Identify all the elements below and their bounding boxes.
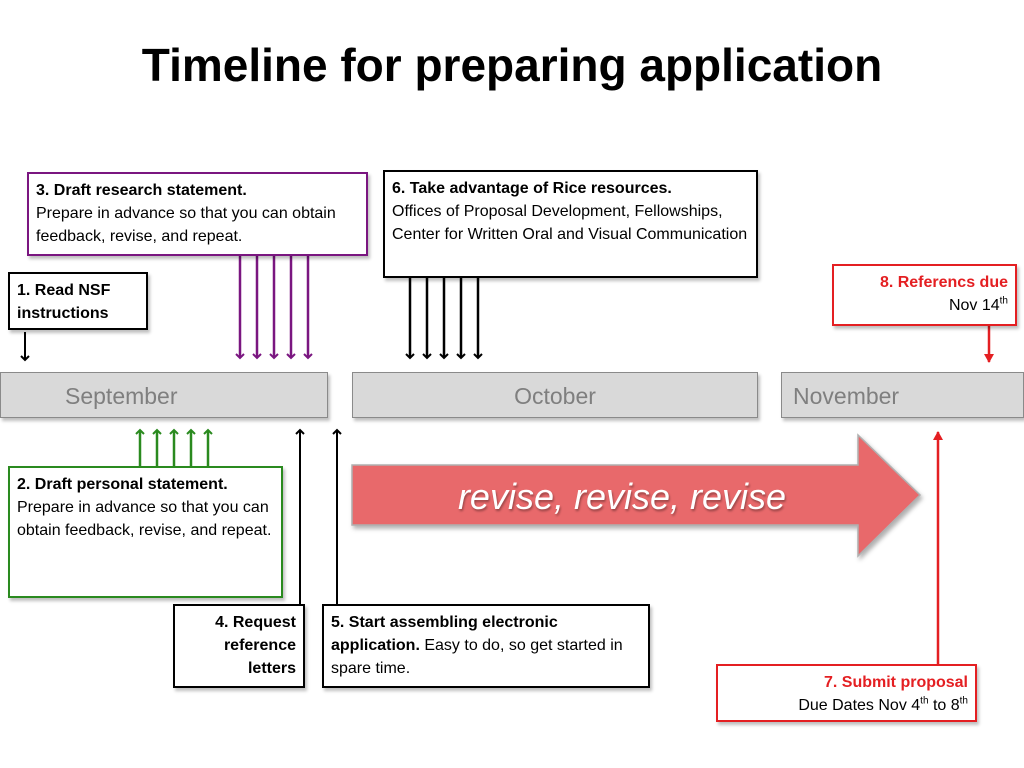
step1-heading: 1. Read NSF instructions — [17, 282, 111, 322]
step6-heading: 6. Take advantage of Rice resources. — [392, 180, 672, 197]
step5-heading: 5. Start assembling electronic applicati… — [331, 614, 558, 654]
step4-box: 4. Request reference letters — [173, 604, 305, 688]
step6-box: 6. Take advantage of Rice resources. Off… — [383, 170, 758, 278]
step7-sup-b: th — [959, 695, 968, 707]
step8-box: 8. Referencs due Nov 14th — [832, 264, 1017, 326]
step6-arrows — [405, 278, 483, 360]
step3-box: 3. Draft research statement. Prepare in … — [27, 172, 368, 256]
step2-text: Prepare in advance so that you can obtai… — [17, 499, 272, 539]
step5-text: Easy to do, so get started in spare time… — [331, 637, 623, 677]
step3-arrows — [235, 256, 313, 360]
step7-text-a: Due Dates Nov 4 — [798, 697, 921, 714]
step3-text: Prepare in advance so that you can obtai… — [36, 205, 336, 245]
step7-sup-a: th — [920, 695, 929, 707]
step3-heading: 3. Draft research statement. — [36, 182, 247, 199]
step2-heading: 2. Draft personal statement. — [17, 476, 228, 493]
step7-text-b: to 8 — [928, 697, 960, 714]
month-october: October — [352, 372, 758, 418]
step2-box: 2. Draft personal statement. Prepare in … — [8, 466, 283, 598]
step1-box: 1. Read NSF instructions — [8, 272, 148, 330]
step8-text: Nov 14 — [948, 297, 1000, 314]
step8-heading: 8. Referencs due — [879, 274, 1008, 291]
revise-arrow-shape — [351, 433, 922, 558]
step5-box: 5. Start assembling electronic applicati… — [322, 604, 650, 688]
step4-heading: 4. Request reference letters — [215, 614, 296, 677]
step7-box: 7. Submit proposal Due Dates Nov 4th to … — [716, 664, 977, 722]
month-september: September — [0, 372, 328, 418]
step2-arrows — [135, 428, 213, 466]
page-title: Timeline for preparing application — [141, 39, 883, 91]
month-november: November — [781, 372, 1024, 418]
step7-heading: 7. Submit proposal — [823, 674, 968, 691]
revise-label: revise, revise, revise — [457, 476, 787, 517]
step6-text: Offices of Proposal Development, Fellows… — [392, 203, 748, 243]
step8-sup: th — [999, 295, 1008, 307]
